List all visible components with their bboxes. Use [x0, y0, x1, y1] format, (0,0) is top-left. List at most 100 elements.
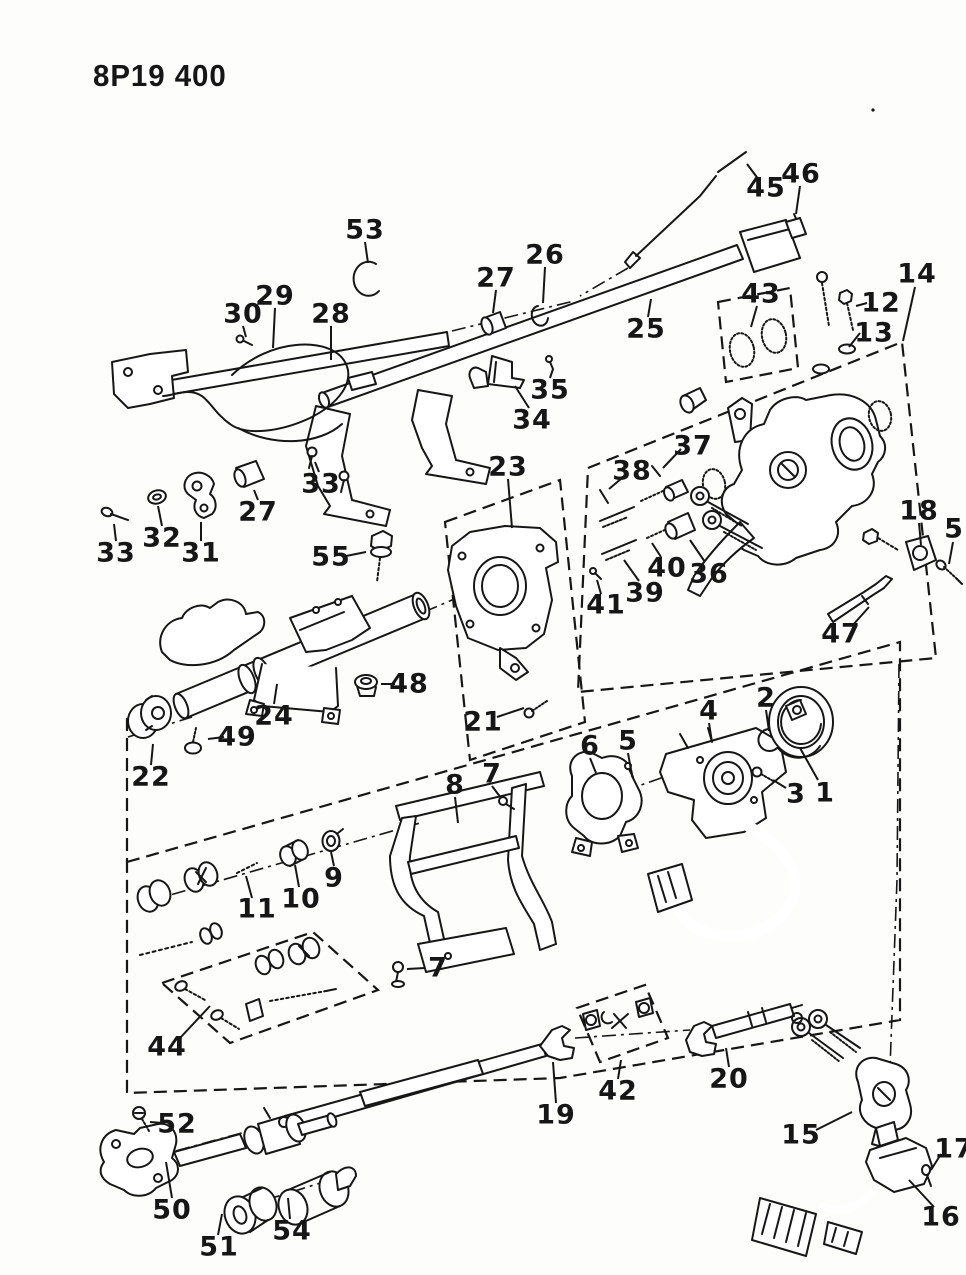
- callout-16: 16: [921, 1202, 961, 1233]
- callout-leader-40: [651, 542, 662, 558]
- part-7-lower-screw-sketch: [391, 961, 405, 988]
- part-30-screw-sketch: [235, 334, 253, 346]
- part-34-bracket-sketch: [468, 355, 525, 389]
- part-54-seal-sketch: [277, 1166, 357, 1226]
- callout-47: 47: [821, 619, 861, 650]
- axis-lever: [579, 267, 629, 297]
- callout-1: 1: [815, 778, 835, 809]
- panel-bearing-kit-43: [716, 286, 800, 384]
- callout-40: 40: [647, 553, 687, 584]
- callout-leader-47: [851, 606, 870, 627]
- callout-49: 49: [217, 722, 257, 753]
- callout-leader-29: [272, 307, 276, 349]
- callout-39: 39: [625, 578, 665, 609]
- callout-leader-55: [345, 551, 367, 557]
- callout-17: 17: [934, 1134, 966, 1165]
- part-20-intermediate-shaft-sketch: [685, 1003, 803, 1057]
- callout-5: 5: [944, 514, 964, 545]
- callout-leader-11: [245, 875, 253, 899]
- axis-shift-tube: [451, 300, 575, 332]
- callout-43: 43: [741, 279, 781, 310]
- part-12-bolt-sketch: [838, 289, 856, 355]
- panel-lock-components: [576, 340, 938, 694]
- part-33-screws-mid-sketch: [306, 446, 350, 493]
- callout-54: 54: [272, 1216, 312, 1247]
- callout-15: 15: [781, 1120, 821, 1151]
- callout-leader-36: [689, 539, 706, 563]
- callout-leader-7: [406, 967, 426, 970]
- part-1-cancel-cam-sketch: [768, 686, 834, 759]
- part-35-screw-sketch: [545, 355, 554, 370]
- part-5-right-screw-sketch: [935, 559, 963, 585]
- part-52-screw-sketch: [132, 1106, 150, 1132]
- part-53-clip-sketch: [352, 260, 380, 297]
- callout-4: 4: [699, 696, 719, 727]
- callout-33: 33: [301, 469, 341, 500]
- callout-11: 11: [237, 894, 277, 925]
- part-3-screw-sketch: [751, 766, 774, 782]
- part-25-shift-tube-sketch: [317, 217, 807, 409]
- callout-45: 45: [746, 173, 786, 204]
- part-24-column-jacket-sketch: [159, 591, 431, 725]
- callout-25: 25: [626, 314, 666, 345]
- part-27-lower-bushing-sketch: [233, 460, 265, 488]
- callout-21: 21: [463, 707, 503, 738]
- callout-53: 53: [345, 215, 385, 246]
- part-55-bolt-sketch: [370, 530, 393, 583]
- part-7-upper-screw-sketch: [498, 796, 515, 810]
- callout-7: 7: [482, 759, 502, 790]
- callout-leader-34: [514, 385, 530, 409]
- callout-22: 22: [131, 762, 171, 793]
- callout-leader-25: [647, 298, 652, 318]
- callout-8: 8: [445, 770, 465, 801]
- callout-leader-1: [799, 747, 819, 781]
- callout-leader-26: [542, 266, 546, 304]
- part-17-screw-sketch: [921, 1164, 932, 1187]
- callout-leader-15: [815, 1111, 853, 1131]
- callout-leader-16: [908, 1179, 935, 1208]
- callout-leader-5: [627, 752, 632, 771]
- callout-2: 2: [756, 683, 776, 714]
- callout-leader-13: [848, 332, 861, 348]
- callout-41: 41: [586, 590, 626, 621]
- part-19-steering-shaft-sketch: [284, 1025, 575, 1131]
- callout-leader-10: [294, 864, 300, 888]
- callout-55: 55: [311, 542, 351, 573]
- callout-42: 42: [598, 1076, 638, 1107]
- callout-27: 27: [476, 263, 516, 294]
- callout-52: 52: [157, 1109, 197, 1140]
- part-31-lever-sketch: [183, 471, 217, 519]
- part-41-screw-sketch: [589, 567, 602, 580]
- part-43-bearing-rings-sketch: [728, 318, 788, 368]
- callout-leader-12: [855, 302, 868, 307]
- callout-leader-5: [948, 541, 954, 565]
- callout-leader-44: [179, 1005, 211, 1039]
- part-11-bearing-set-sketch: [136, 861, 258, 913]
- callout-leader-18: [918, 522, 922, 546]
- part-21-screw-sketch: [523, 700, 548, 719]
- callout-14: 14: [897, 259, 937, 290]
- callout-36: 36: [689, 559, 729, 590]
- callout-leader-17: [930, 1153, 942, 1171]
- part-49-screw-sketch: [184, 727, 202, 755]
- axis-kit42: [574, 1029, 691, 1039]
- callout-leader-50: [165, 1161, 173, 1199]
- callout-29: 29: [255, 281, 295, 312]
- callout-leader-51: [217, 1213, 223, 1236]
- callout-27: 27: [238, 497, 278, 528]
- callout-32: 32: [142, 523, 182, 554]
- part-36-plungers-sketch: [662, 479, 696, 540]
- callout-37: 37: [673, 431, 713, 462]
- callout-12: 12: [861, 288, 901, 319]
- callout-28: 28: [311, 299, 351, 330]
- callout-leader-49: [207, 736, 225, 740]
- callout-leader-39: [623, 559, 640, 582]
- callout-20: 20: [709, 1064, 749, 1095]
- callout-leader-24: [273, 683, 278, 705]
- part-ignition-keys-sketch: [690, 486, 763, 551]
- part-10-bushing-sketch: [279, 839, 309, 867]
- part-26-clip-sketch: [530, 305, 549, 327]
- panel-kit-44: [159, 930, 381, 1045]
- callout-38: 38: [612, 456, 652, 487]
